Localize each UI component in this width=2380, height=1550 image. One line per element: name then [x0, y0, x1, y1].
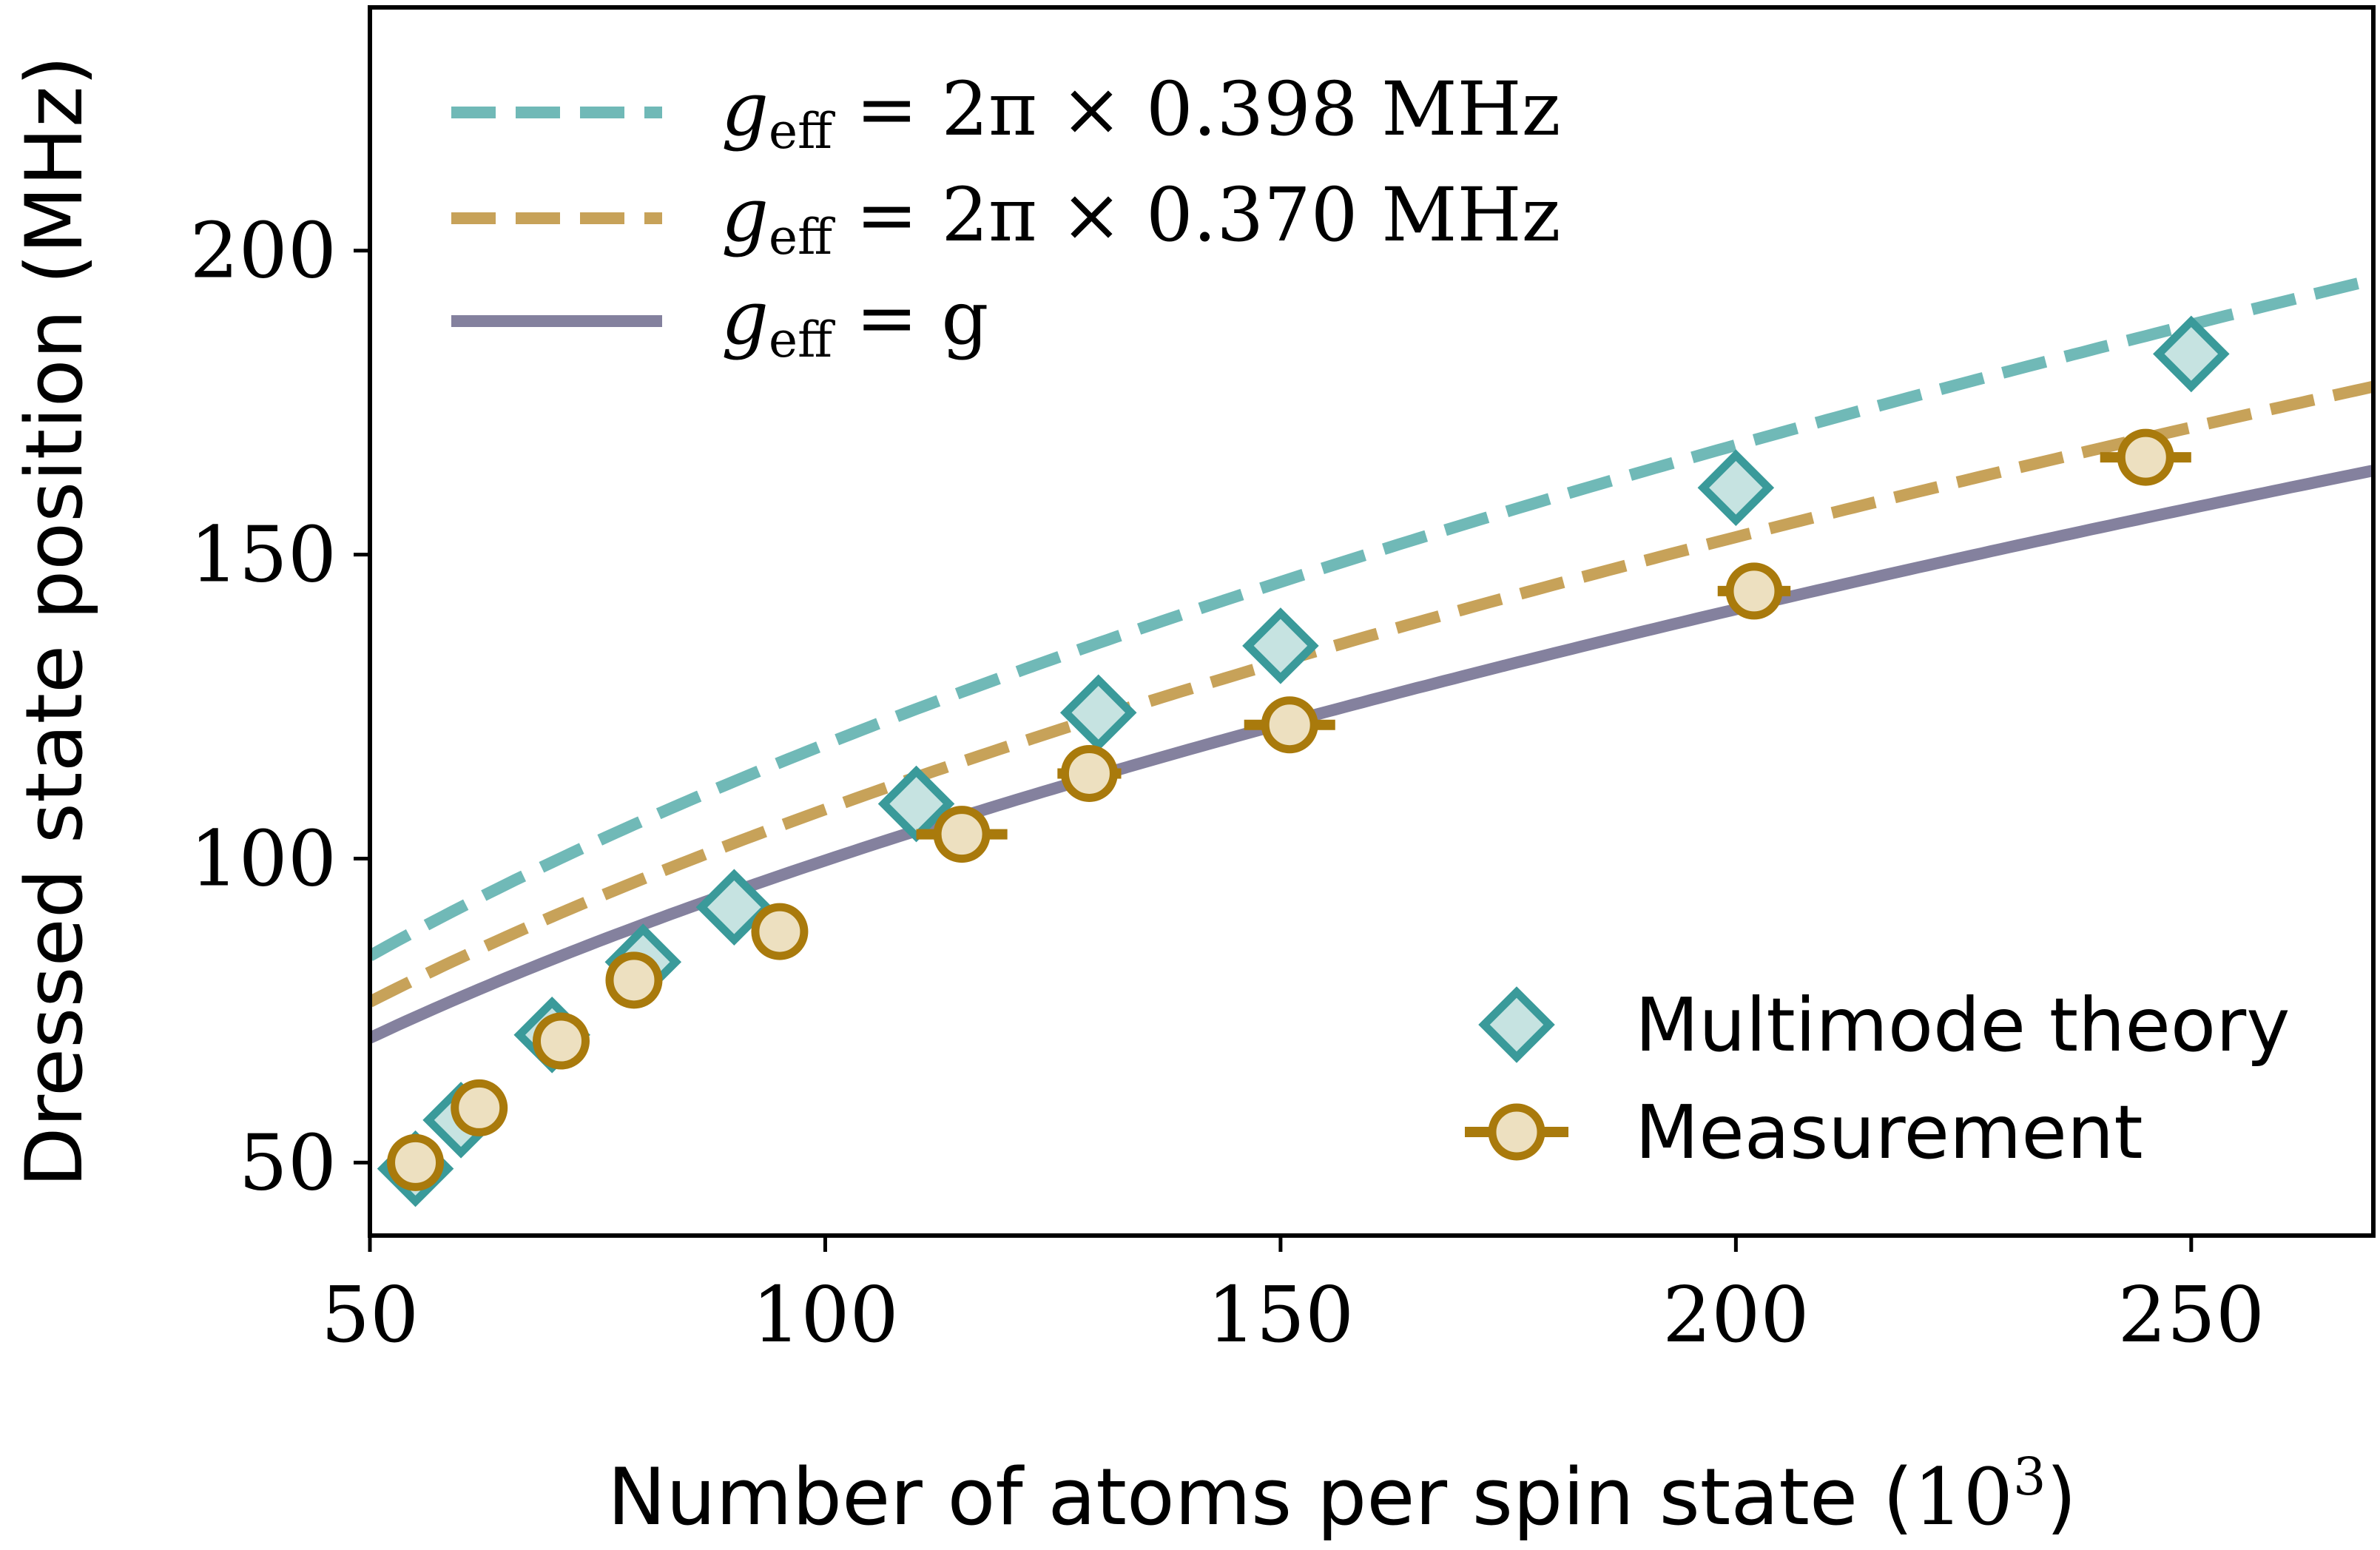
theory-marker: [695, 869, 773, 946]
x-axis-label-unit: 10: [1913, 1452, 2013, 1543]
x-axis-label-exp: 3: [2013, 1446, 2046, 1507]
legend-line-label: geff = 2π × 0.398 MHz: [721, 66, 1560, 160]
y-tick-label: 150: [189, 510, 337, 600]
plot-area: [370, 274, 2373, 1207]
measurement-marker: [387, 1133, 445, 1191]
x-axis-label: Number of atoms per spin state (103): [607, 1446, 2077, 1543]
x-axis-label-close: ): [2046, 1452, 2077, 1543]
measurement-marker: [532, 1012, 590, 1070]
measurement-marker: [933, 806, 991, 863]
measurement-marker: [1060, 744, 1118, 802]
theory-marker: [1242, 607, 1319, 684]
measurement-marker: [1261, 696, 1318, 754]
y-axis-label: Dressed state position (MHz): [9, 55, 100, 1187]
theory-marker: [2153, 315, 2230, 393]
y-tick-label: 100: [189, 813, 337, 903]
line-legend: geff = 2π × 0.398 MHz geff = 2π × 0.370 M…: [451, 66, 1560, 368]
legend-line-label: geff = 2π × 0.370 MHz: [721, 172, 1560, 266]
y-tick-label: 50: [239, 1117, 337, 1207]
x-tick-label: 100: [752, 1270, 899, 1360]
x-tick-label: 200: [1662, 1270, 1810, 1360]
legend-theory-marker: [1478, 986, 1555, 1063]
x-tick-label: 250: [2118, 1270, 2265, 1360]
legend-line-label: geff = g: [721, 274, 988, 368]
fit-line-2: [370, 380, 2373, 1008]
theory-marker: [1059, 674, 1137, 752]
x-axis-label-main: Number of atoms per spin state (: [607, 1452, 1913, 1543]
legend-measurement-label: Measurement: [1635, 1089, 2143, 1176]
y-tick-label: 200: [189, 206, 337, 296]
measurement-marker: [1725, 562, 1783, 620]
fit-line-1: [370, 274, 2373, 961]
legend-theory-label: Multimode theory: [1635, 982, 2290, 1068]
legend-measurement-marker: [1488, 1103, 1545, 1161]
theory-marker: [1697, 449, 1775, 526]
measurement-marker: [451, 1079, 508, 1136]
measurement-marker: [751, 903, 809, 960]
measurement-marker: [605, 951, 663, 1009]
x-tick-label: 50: [321, 1270, 419, 1360]
measurement-marker: [2117, 428, 2174, 486]
x-tick-label: 150: [1207, 1270, 1355, 1360]
plot-frame: [368, 5, 2376, 1238]
axes: 50 100 150 200 250 50 100 150 200: [189, 5, 2376, 1360]
